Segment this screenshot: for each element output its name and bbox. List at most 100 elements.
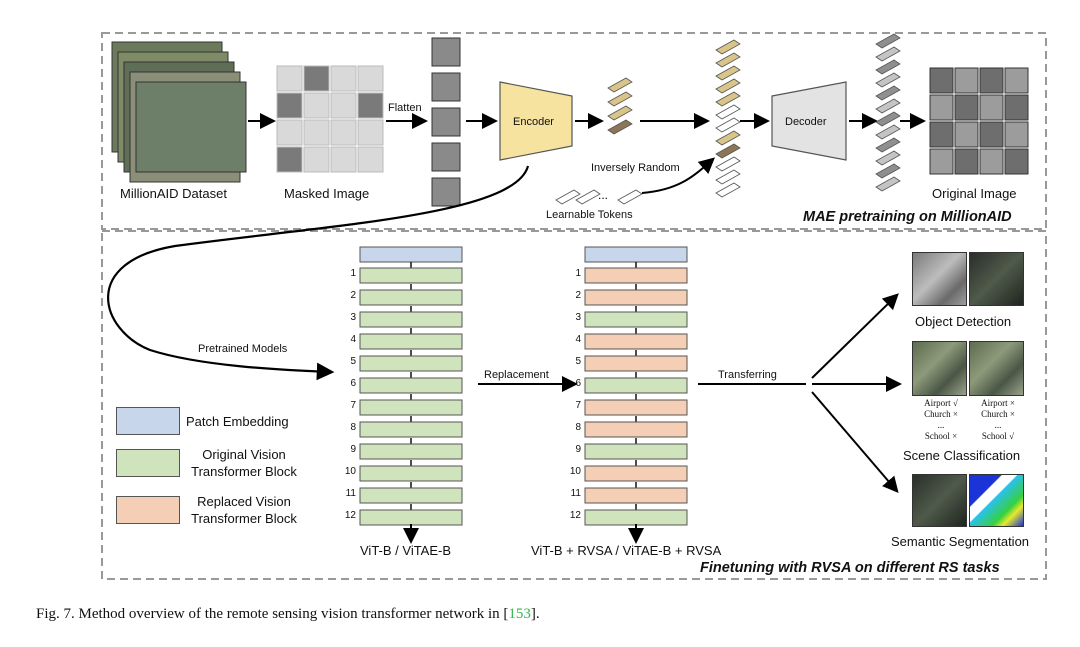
legend-original-line2: Transformer Block bbox=[191, 464, 297, 479]
pretrained-flow-arrow bbox=[107, 165, 530, 381]
transformer-block bbox=[584, 509, 688, 526]
visible-patch bbox=[357, 92, 384, 119]
flattened-patch bbox=[431, 177, 461, 207]
sequence-token bbox=[715, 104, 741, 120]
vit-column-left bbox=[359, 246, 463, 526]
block-number: 12 bbox=[344, 510, 356, 521]
caption-citation[interactable]: 153 bbox=[508, 606, 531, 622]
flattened-patch bbox=[431, 107, 461, 137]
masked-patch bbox=[330, 146, 357, 173]
transformer-block bbox=[584, 443, 688, 460]
transformer-block bbox=[359, 443, 463, 460]
pretraining-section-frame bbox=[101, 32, 1047, 230]
pretrained-models-label: Pretrained Models bbox=[198, 343, 288, 355]
block-number: 5 bbox=[575, 356, 581, 367]
reconstructed-patch bbox=[979, 94, 1004, 121]
block-number: 9 bbox=[350, 444, 356, 455]
sequence-token bbox=[715, 39, 741, 55]
masked-patch bbox=[303, 146, 330, 173]
object-detection-label: Object Detection bbox=[915, 314, 1012, 329]
masked-patch bbox=[357, 65, 384, 92]
decoded-token bbox=[875, 33, 901, 49]
flattened-patch bbox=[431, 37, 461, 67]
masked-patch bbox=[330, 119, 357, 146]
masked-patch bbox=[330, 92, 357, 119]
sequence-token bbox=[715, 156, 741, 172]
transformer-block bbox=[359, 333, 463, 350]
vit-column-right bbox=[584, 246, 688, 526]
segmentation-image-1 bbox=[912, 474, 967, 527]
block-number: 2 bbox=[575, 290, 581, 301]
block-number: 5 bbox=[350, 356, 356, 367]
transformer-block bbox=[584, 333, 688, 350]
scene-right-1: Airport × bbox=[981, 398, 1015, 408]
scene-right-3: ... bbox=[994, 420, 1002, 430]
patch-embedding-block bbox=[359, 246, 463, 263]
reconstructed-patch bbox=[1004, 94, 1029, 121]
encoded-token bbox=[607, 77, 633, 93]
decoded-token bbox=[875, 59, 901, 75]
visible-patch bbox=[276, 146, 303, 173]
legend-replaced-line1: Replaced Vision bbox=[197, 494, 291, 509]
learnable-tokens-label: Learnable Tokens bbox=[546, 209, 633, 221]
masked-patch bbox=[357, 146, 384, 173]
decoder-block bbox=[771, 81, 847, 161]
reconstructed-patch bbox=[929, 148, 954, 175]
sequence-token bbox=[715, 91, 741, 107]
replacement-label: Replacement bbox=[484, 369, 549, 381]
scene-left-3: ... bbox=[937, 420, 945, 430]
pretraining-section-title: MAE pretraining on MillionAID bbox=[803, 209, 1012, 225]
flattened-patch bbox=[431, 142, 461, 172]
masked-patch bbox=[357, 119, 384, 146]
reconstructed-patch bbox=[979, 148, 1004, 175]
finetuning-section-title: Finetuning with RVSA on different RS tas… bbox=[700, 560, 1000, 576]
block-number: 8 bbox=[350, 422, 356, 433]
block-number: 12 bbox=[569, 510, 581, 521]
encoded-token bbox=[607, 105, 633, 121]
masked-image-grid bbox=[276, 65, 384, 173]
segmentation-image-2 bbox=[969, 474, 1024, 527]
scene-left-2: Church × bbox=[924, 409, 958, 419]
sequence-token bbox=[715, 78, 741, 94]
flattened-patches bbox=[431, 37, 461, 207]
legend-patch-label: Patch Embedding bbox=[186, 414, 289, 429]
scene-left-1: Airport √ bbox=[924, 398, 958, 408]
sequence-token bbox=[715, 169, 741, 185]
flatten-label: Flatten bbox=[388, 102, 422, 114]
decoded-token bbox=[875, 163, 901, 179]
masked-patch bbox=[330, 65, 357, 92]
transformer-block bbox=[359, 377, 463, 394]
reconstructed-patch bbox=[954, 67, 979, 94]
block-number: 4 bbox=[350, 334, 356, 345]
transformer-block bbox=[359, 289, 463, 306]
reconstructed-patch bbox=[1004, 148, 1029, 175]
sequence-token bbox=[715, 182, 741, 198]
block-number: 4 bbox=[575, 334, 581, 345]
decoded-token bbox=[875, 150, 901, 166]
finetuning-section-frame bbox=[101, 230, 1047, 580]
masked-patch bbox=[303, 92, 330, 119]
transformer-block bbox=[584, 399, 688, 416]
reconstructed-patch bbox=[929, 67, 954, 94]
visible-patch bbox=[276, 92, 303, 119]
masked-image-label: Masked Image bbox=[284, 186, 370, 201]
legend-replaced-label: Replaced Vision Transformer Block bbox=[182, 493, 306, 527]
learnable-token bbox=[575, 189, 601, 205]
decoded-token bbox=[875, 72, 901, 88]
transformer-block bbox=[584, 465, 688, 482]
block-number: 7 bbox=[350, 400, 356, 411]
reconstructed-patch bbox=[979, 67, 1004, 94]
block-number: 3 bbox=[350, 312, 356, 323]
transformer-block bbox=[359, 509, 463, 526]
sequence-token bbox=[715, 65, 741, 81]
transformer-block bbox=[584, 377, 688, 394]
decoded-token bbox=[875, 46, 901, 62]
reconstructed-patch bbox=[979, 121, 1004, 148]
reconstructed-patch bbox=[929, 94, 954, 121]
scene-image-1 bbox=[912, 341, 967, 396]
block-number: 3 bbox=[575, 312, 581, 323]
scene-predictions-left: Airport √ Church × ... School × bbox=[916, 398, 966, 442]
transformer-block bbox=[359, 465, 463, 482]
block-number: 1 bbox=[575, 268, 581, 279]
